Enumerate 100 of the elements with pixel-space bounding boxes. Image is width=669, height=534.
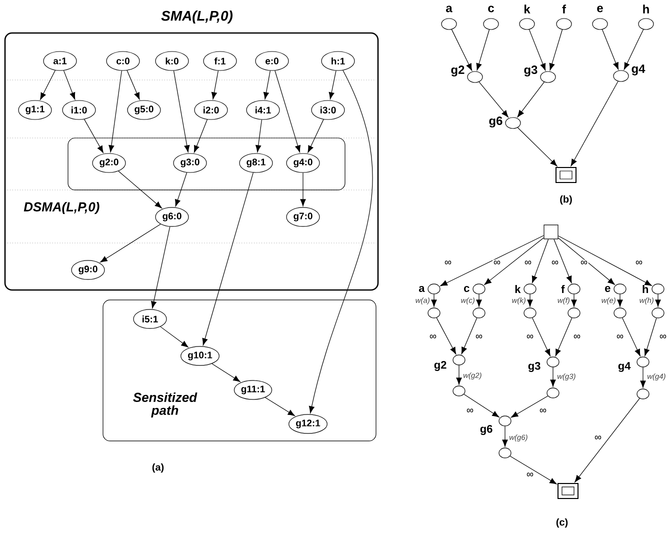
arrow xyxy=(478,82,508,118)
arrow xyxy=(173,70,190,152)
arrow xyxy=(63,70,76,100)
arrow xyxy=(532,318,550,356)
arrow xyxy=(40,70,56,100)
arrow xyxy=(510,456,557,484)
arrow xyxy=(308,119,324,153)
panel-label: (c) xyxy=(556,518,568,528)
circle-node xyxy=(452,386,466,396)
circle-node xyxy=(546,388,560,398)
arrow xyxy=(126,70,140,100)
arrow xyxy=(175,172,188,206)
arrow xyxy=(574,398,640,482)
arrow xyxy=(194,119,208,153)
edge-label: ∞ xyxy=(428,334,438,340)
node-label: g6 xyxy=(489,116,502,128)
arrow xyxy=(274,70,300,152)
source-square xyxy=(544,224,558,240)
circle-node xyxy=(636,388,650,400)
circle-node xyxy=(652,308,664,318)
edge-label: ∞ xyxy=(580,260,588,266)
node-label: f xyxy=(562,4,566,14)
arrow xyxy=(300,172,306,206)
edge-label: ∞ xyxy=(526,472,534,478)
arrow xyxy=(464,394,500,418)
edge-label: ∞ xyxy=(634,260,644,266)
node-label: e xyxy=(597,6,603,12)
node-label: h xyxy=(642,285,648,293)
arrow xyxy=(256,119,262,152)
node-label: e xyxy=(605,286,610,292)
node-label: f xyxy=(561,285,565,293)
node-label: g4 xyxy=(632,64,646,76)
node-label: SMA(L,P,0) xyxy=(161,10,233,24)
arrow xyxy=(655,294,661,307)
arrow xyxy=(550,366,556,387)
node-label: g2 xyxy=(451,66,464,76)
arrow xyxy=(440,235,544,286)
arrow xyxy=(554,238,572,284)
circle-node xyxy=(524,308,536,318)
edge-label: ∞ xyxy=(572,334,582,340)
edge-label: ∞ xyxy=(594,434,602,442)
arrow xyxy=(517,82,544,118)
arrow xyxy=(549,29,563,70)
node-label: k xyxy=(515,285,521,293)
node-label: a xyxy=(446,6,452,12)
arrow xyxy=(476,29,490,70)
arrow xyxy=(451,29,472,71)
arrow xyxy=(528,29,546,71)
node-label: c xyxy=(488,6,494,12)
arrow xyxy=(622,318,640,356)
node-label: g2 xyxy=(434,361,446,371)
node-label: k xyxy=(524,4,530,14)
node-label: g6 xyxy=(480,425,492,435)
arrow xyxy=(517,127,558,166)
arrow xyxy=(212,363,240,382)
sink-square xyxy=(556,166,576,183)
edge-label: ∞ xyxy=(474,334,484,340)
arrow xyxy=(558,238,615,285)
node-label: g4 xyxy=(618,362,631,372)
panel-label: (a) xyxy=(152,463,164,473)
arrow xyxy=(644,318,657,356)
arrow xyxy=(532,238,549,284)
arrow xyxy=(308,70,373,414)
arrow xyxy=(431,294,437,307)
arrow xyxy=(640,366,646,388)
arrow xyxy=(570,81,618,166)
panel-label: (b) xyxy=(560,195,572,205)
arrow xyxy=(264,397,295,416)
arrow xyxy=(484,237,544,285)
node-label: DSMA(L,P,0) xyxy=(24,202,100,214)
circle-node xyxy=(568,308,580,318)
arrow xyxy=(328,70,336,100)
arrow xyxy=(456,364,462,385)
circle-node xyxy=(498,448,512,458)
node-label: a xyxy=(418,286,425,292)
edge-label: ∞ xyxy=(616,334,624,340)
arrow xyxy=(502,426,508,447)
edge-label: ∞ xyxy=(492,260,502,266)
node-label: g3 xyxy=(524,66,538,76)
arrow xyxy=(510,396,548,418)
edge-label: ∞ xyxy=(524,260,532,266)
arrow xyxy=(118,170,162,208)
arrow xyxy=(108,70,122,152)
node-label: g3 xyxy=(528,362,540,372)
arrow xyxy=(151,226,170,308)
arrow xyxy=(476,294,482,307)
circle-node xyxy=(472,308,486,318)
edge-label: ∞ xyxy=(466,408,474,414)
edge-label: ∞ xyxy=(550,260,560,266)
arrow xyxy=(160,326,188,348)
circle-node xyxy=(428,308,440,318)
arrow xyxy=(558,236,652,286)
arrow xyxy=(617,294,623,307)
edge-label: ∞ xyxy=(658,334,668,340)
edge-label: ∞ xyxy=(444,260,452,266)
node-label: c xyxy=(464,286,470,292)
arrow xyxy=(555,318,572,356)
arrow xyxy=(624,29,644,70)
arrow xyxy=(211,70,219,100)
arrow xyxy=(263,70,271,100)
